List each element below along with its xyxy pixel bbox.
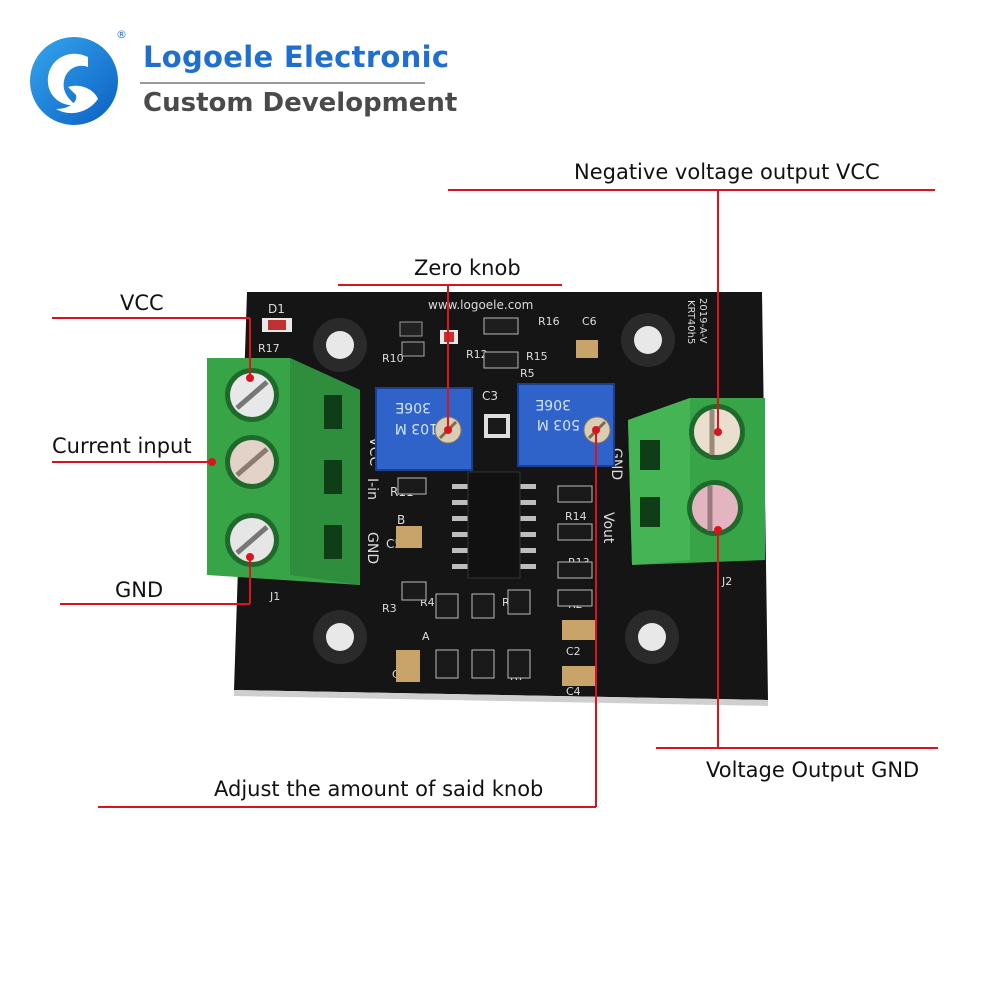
mount-hole bbox=[326, 623, 354, 651]
svg-text:R14: R14 bbox=[565, 510, 587, 523]
screw bbox=[225, 435, 279, 489]
callout-gnd: GND bbox=[115, 578, 164, 602]
brand-tagline: Custom Development bbox=[143, 88, 458, 118]
svg-text:Vout: Vout bbox=[600, 512, 616, 544]
svg-text:D1: D1 bbox=[268, 302, 285, 316]
svg-text:2019-A-V: 2019-A-V bbox=[697, 298, 708, 343]
svg-text:J2: J2 bbox=[721, 575, 732, 588]
svg-text:KRT40h5: KRT40h5 bbox=[685, 300, 696, 344]
svg-text:C3: C3 bbox=[482, 389, 498, 403]
svg-text:GND: GND bbox=[364, 532, 380, 564]
ic-chip bbox=[452, 471, 536, 579]
svg-text:C2: C2 bbox=[566, 645, 581, 658]
screw bbox=[225, 513, 279, 567]
svg-text:C6: C6 bbox=[582, 315, 597, 328]
span-trimmer: 306E 503 M bbox=[517, 383, 615, 467]
callout-voltage-output-gnd: Voltage Output GND bbox=[706, 758, 920, 782]
svg-text:R15: R15 bbox=[526, 350, 548, 363]
smd-components bbox=[262, 317, 598, 686]
screw bbox=[687, 480, 743, 536]
screw bbox=[225, 368, 279, 422]
mount-hole bbox=[634, 326, 662, 354]
terminal-block-output bbox=[628, 398, 765, 565]
callout-current-input: Current input bbox=[52, 434, 192, 458]
mount-hole bbox=[326, 331, 354, 359]
svg-text:306E: 306E bbox=[395, 399, 431, 415]
callout-negative-voltage-vcc: Negative voltage output VCC bbox=[574, 160, 880, 184]
svg-text:C4: C4 bbox=[566, 685, 581, 698]
svg-text:J1: J1 bbox=[269, 590, 280, 603]
zero-trimmer: 306E 103 M bbox=[375, 387, 473, 471]
callout-adjust-knob: Adjust the amount of said knob bbox=[214, 777, 544, 801]
svg-text:R10: R10 bbox=[382, 352, 404, 365]
svg-text:R3: R3 bbox=[382, 602, 397, 615]
svg-text:B: B bbox=[397, 513, 405, 527]
logo-icon bbox=[30, 37, 118, 125]
brand-divider bbox=[140, 82, 425, 84]
callout-vcc: VCC bbox=[120, 291, 164, 315]
board-website: www.logoele.com bbox=[428, 298, 533, 312]
svg-text:503 M: 503 M bbox=[537, 416, 580, 432]
svg-text:A: A bbox=[422, 630, 430, 643]
svg-text:R12: R12 bbox=[466, 348, 488, 361]
callout-lines bbox=[52, 189, 938, 808]
svg-text:306E: 306E bbox=[535, 396, 571, 412]
svg-text:I-in: I-in bbox=[364, 478, 380, 500]
svg-text:103 M: 103 M bbox=[395, 420, 438, 436]
callout-zero-knob: Zero knob bbox=[414, 256, 521, 280]
svg-text:R17: R17 bbox=[258, 342, 280, 355]
svg-text:R5: R5 bbox=[520, 367, 535, 380]
brand-name: Logoele Electronic bbox=[143, 40, 450, 74]
svg-text:R16: R16 bbox=[538, 315, 560, 328]
registered-mark: ® bbox=[116, 28, 127, 41]
terminal-block-input bbox=[207, 358, 360, 585]
mount-hole bbox=[638, 623, 666, 651]
